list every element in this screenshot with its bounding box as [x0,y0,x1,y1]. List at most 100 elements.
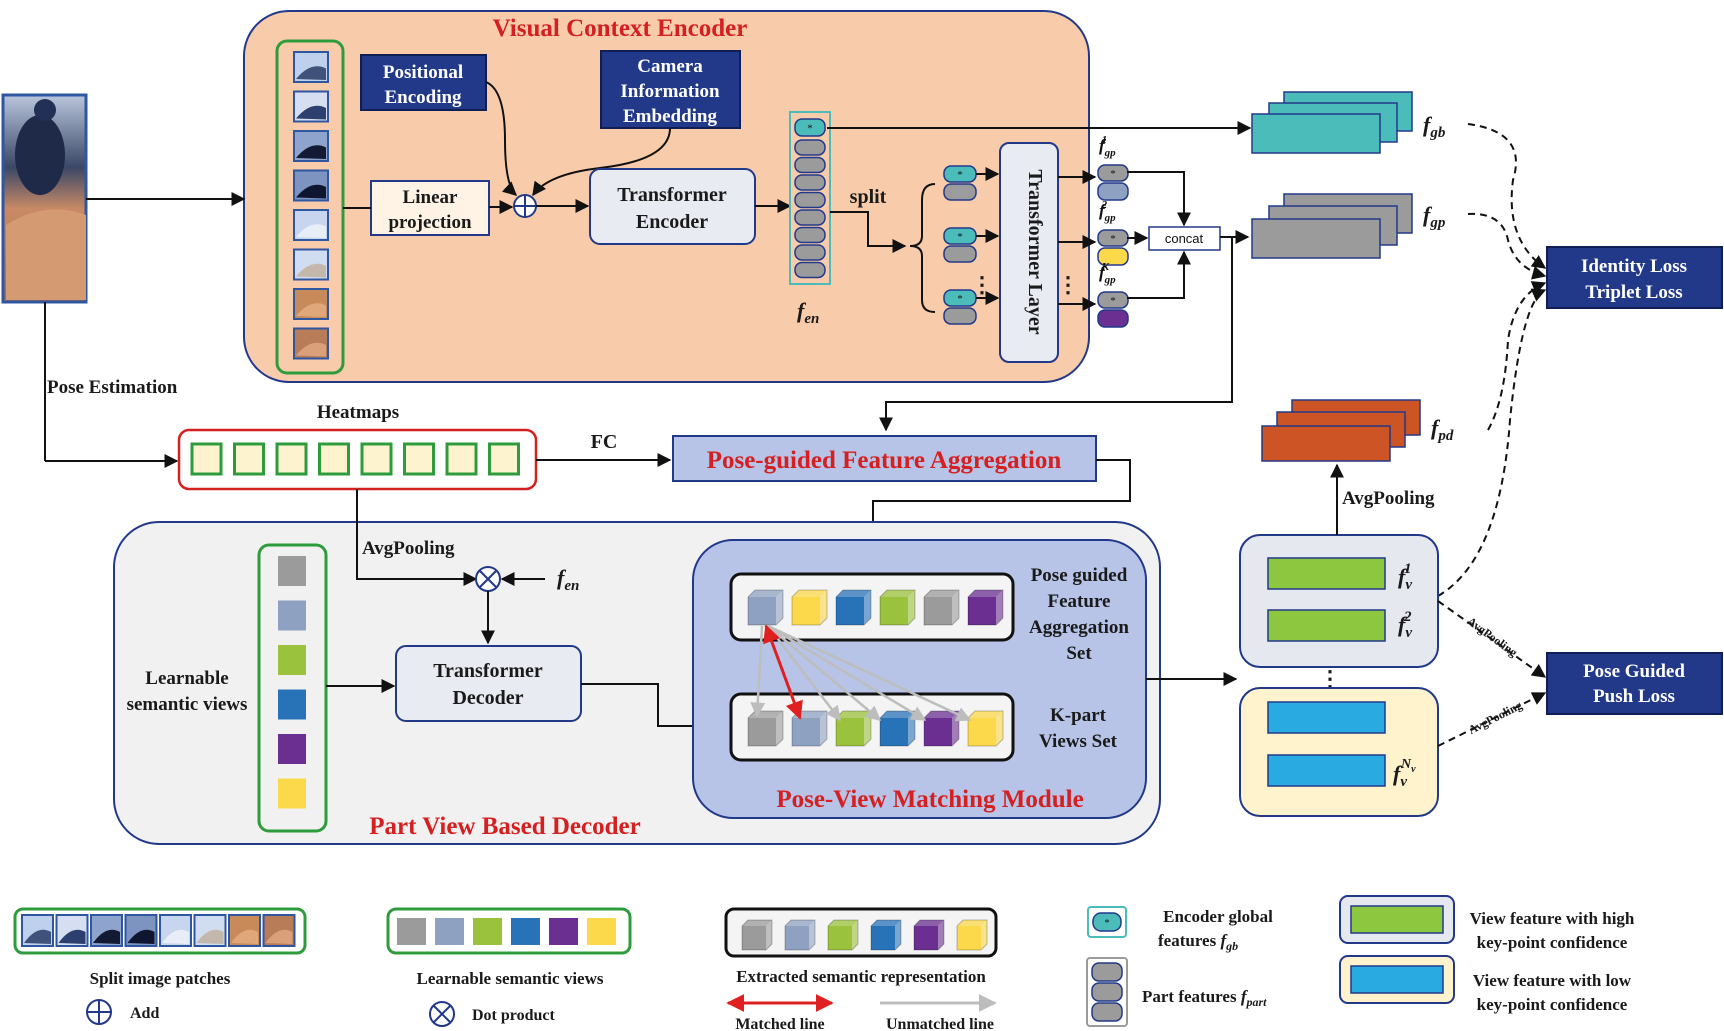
global-feature-stack [1251,91,1413,154]
decoder-avgpooling-label: AvgPooling [362,538,455,559]
legend-learnable-square [397,918,426,945]
legend-part-token [1091,982,1123,1002]
encoder-token [794,261,826,279]
legend-global-token-icon: * [1087,906,1127,938]
encoder-token-stack: * [789,111,831,285]
legend-learnable-square [435,918,464,945]
pose-set-cube [747,589,784,626]
encoder-title: Visual Context Encoder [493,15,748,42]
f-en-label: fen [797,298,819,327]
f-v2-label: fv2 [1398,609,1412,641]
transformer-decoder-label-1: Transformer [433,660,543,682]
encoder-token [794,139,826,156]
legend-learnable-label: Learnable semantic views [417,969,604,988]
heatmaps-label: Heatmaps [317,402,399,423]
image-patch [293,51,329,83]
f-gp-token-label: fgp2 [1099,199,1116,224]
legend-cube [913,919,945,951]
part-token-view [1097,182,1129,201]
transformer-encoder-label-1: Transformer [617,184,727,206]
legend-unmatched-label: Unmatched line [886,1016,994,1031]
aggregation-label: Pose-guided Feature Aggregation [707,447,1062,474]
fc-label: FC [591,431,618,453]
split-global-token: * [943,165,977,183]
view-feature-2 [1267,609,1386,642]
part-feature-tokens: *fgp1*fgp2*fgpK [1058,134,1129,328]
views-avgpooling-label: AvgPooling [1342,488,1435,509]
view-feature-3 [1267,701,1386,734]
encoder-token [794,226,826,244]
positional-encoding-box [360,54,487,111]
learnable-views-column [257,543,328,833]
heatmaps-box [177,428,538,491]
legend-part-token [1091,1002,1123,1022]
svg-text:*: * [807,123,813,135]
linear-projection-label-2: projection [388,212,471,233]
legend-dot-label: Dot product [472,1007,555,1024]
encoder-token [794,244,826,261]
transformer-decoder-label-2: Decoder [452,687,523,709]
split-group-k: * [943,289,1000,325]
legend-high-2: key-point confidence [1477,933,1628,952]
legend-cube [956,919,988,951]
image-patch [293,130,329,162]
kpart-cube [923,710,960,747]
svg-text:*: * [1110,295,1116,307]
camera-embedding-label-1: Camera [637,56,703,77]
pose-estimation-label: Pose Estimation [47,377,178,398]
pose-set-cube [967,589,1004,626]
kpart-cube [747,710,784,747]
transformer-layer-box [999,142,1059,363]
pose-set-cube [923,589,960,626]
svg-text:⋮: ⋮ [971,272,993,297]
heatmap-cell [275,442,308,476]
split-part-token [943,245,977,263]
legend-dot-icon [429,1001,455,1027]
svg-text:*: * [957,293,963,305]
legend-high-1: View feature with high [1470,909,1635,928]
camera-embedding-label-2: Information [620,81,720,102]
view-feature-1 [1267,557,1386,590]
legend-patches-box [13,907,307,955]
camera-embedding-box [600,50,741,129]
pose-set-cubes [747,589,1004,626]
legend-extracted-cubes [741,919,988,951]
legend-learnable-square [549,918,578,945]
kpart-label-1: K-part [1050,705,1107,726]
legend-low-2: key-point confidence [1477,995,1628,1014]
legend-matched-label: Matched line [735,1016,824,1031]
split-token-groups: * * * [943,165,1000,325]
image-patches [293,51,329,360]
pose-set-label-4: Set [1066,643,1092,664]
legend-encoder-global-2: features fgb [1158,931,1238,953]
person-figure [15,115,65,195]
heatmap-cell [233,442,265,476]
legend-cube [827,919,859,951]
f-gp-token-label: fgpK [1099,261,1116,286]
pose-set-label-1: Pose guided [1031,565,1128,586]
f-pd-label: fpd [1431,415,1454,444]
linear-projection-box [370,180,490,236]
split-global-token: * [943,227,977,245]
legend-cube [870,919,902,951]
decoder-title: Part View Based Decoder [369,813,640,840]
add-icon [513,194,537,218]
split-brace [909,183,936,313]
camera-embedding-label-3: Embedding [623,106,717,127]
part-token-global: * [1097,291,1129,309]
legend-extracted-label: Extracted semantic representation [736,967,986,986]
f-gp-token-label: fgp1 [1099,134,1116,159]
svg-text:*: * [1105,918,1110,929]
learnable-view-square [278,689,306,720]
matching-module-title: Pose-View Matching Module [776,786,1083,813]
high-confidence-views [1239,534,1439,668]
avgpool-diag-2: AvgPooling [1466,698,1524,737]
image-patch [124,914,158,947]
learnable-view-square [278,778,306,809]
k-part-cubes [747,710,1004,747]
svg-text:*: * [1110,233,1116,245]
f-vn-label: fvNv [1393,757,1416,790]
transformer-layer-label: Transformer Layer [1024,169,1046,334]
decoder-f-en-label: fen [557,565,579,594]
transformer-encoder-label-2: Encoder [636,211,708,233]
